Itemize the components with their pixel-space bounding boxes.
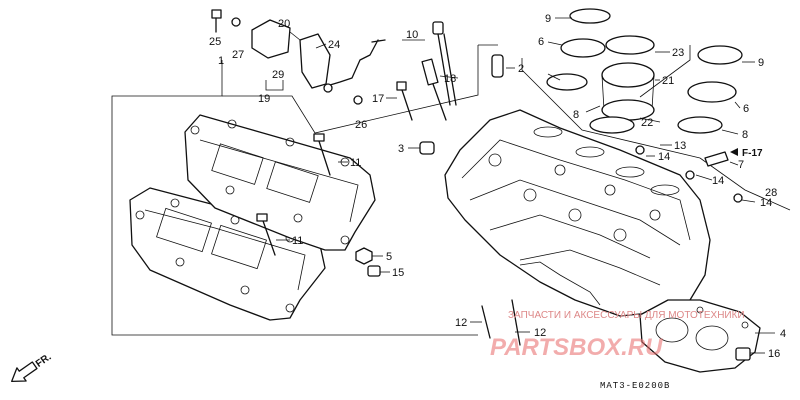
callout-16: 16 [768, 348, 780, 360]
callout-8a: 8 [573, 109, 579, 121]
callout-3: 3 [398, 143, 404, 155]
callout-6a: 6 [538, 36, 544, 48]
callout-17: 17 [372, 93, 384, 105]
callout-1: 1 [218, 55, 224, 67]
callout-5: 5 [386, 251, 392, 263]
front-arrow-icon [11, 361, 38, 382]
callout-9b: 9 [758, 57, 764, 69]
watermark-line2: PARTSBOX.RU [490, 334, 663, 361]
callouts: 1 2 3 4 5 6 6 7 8 8 9 9 10 11 11 12 12 1… [209, 13, 786, 360]
lower-cover [129, 187, 326, 321]
callout-11a: 11 [350, 157, 361, 169]
callout-2: 2 [518, 63, 524, 75]
watermark-line1: ЗАПЧАСТИ И АКСЕССУАРЫ ДЛЯ МОТОТЕХНИКИ [508, 310, 745, 321]
callout-23: 23 [672, 47, 684, 59]
callout-14a: 14 [658, 151, 670, 163]
callout-24: 24 [328, 39, 340, 51]
callout-13: 13 [674, 140, 686, 152]
callout-7: 7 [738, 159, 744, 171]
front-direction: FR. [11, 351, 54, 382]
diagram-code: MAT3-E0200B [600, 381, 670, 391]
reference-label: F-17 [742, 148, 763, 159]
callout-11b: 11 [292, 235, 303, 247]
callout-4: 4 [780, 328, 786, 340]
callout-14b: 14 [712, 175, 724, 187]
callout-29: 29 [272, 69, 284, 81]
callout-27: 27 [232, 49, 244, 61]
callout-20: 20 [278, 18, 290, 30]
callout-10: 10 [406, 29, 418, 41]
callout-19: 19 [258, 93, 270, 105]
callout-22: 22 [641, 117, 653, 129]
leaders [276, 17, 775, 354]
hardware [211, 9, 751, 361]
callout-12b: 12 [534, 327, 546, 339]
callout-8b: 8 [742, 129, 748, 141]
watermark: ЗАПЧАСТИ И АКСЕССУАРЫ ДЛЯ МОТОТЕХНИКИ PA… [490, 310, 745, 361]
upper-cover [184, 114, 376, 251]
callout-12a: 12 [455, 317, 467, 329]
callout-14c: 14 [760, 197, 772, 209]
callout-28: 28 [765, 187, 777, 199]
cylinder-head [444, 109, 711, 317]
front-label: FR. [34, 351, 54, 369]
reference-arrow-icon [730, 148, 738, 156]
callout-25: 25 [209, 36, 221, 48]
callout-15: 15 [392, 267, 404, 279]
callout-21: 21 [662, 75, 674, 87]
head-gasket [639, 299, 761, 373]
callout-26: 26 [355, 119, 367, 131]
callout-9a: 9 [545, 13, 551, 25]
group-lines [111, 44, 791, 336]
callout-6b: 6 [743, 103, 749, 115]
intake-boots [546, 8, 743, 134]
callout-18: 18 [444, 73, 456, 85]
